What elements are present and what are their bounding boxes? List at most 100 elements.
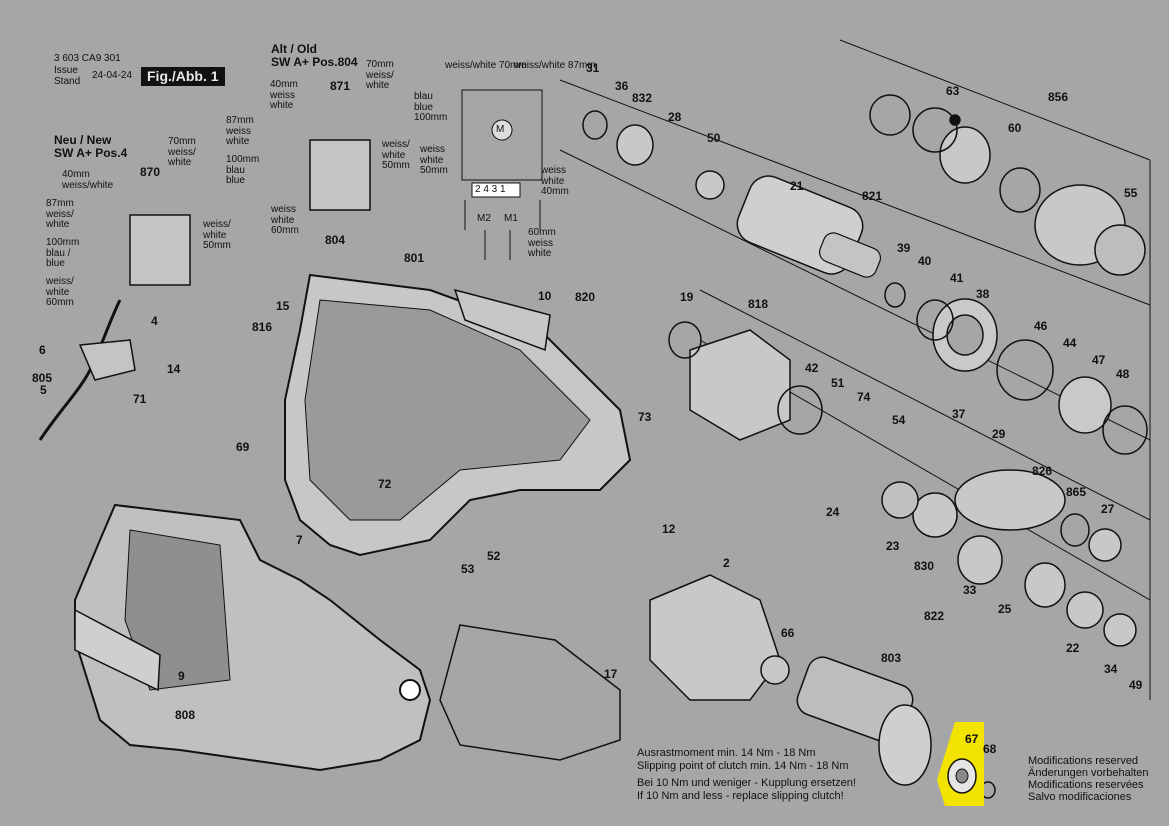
issue-label: Issue <box>54 65 78 76</box>
switch-new-part: 870 <box>140 165 161 179</box>
flange-drawing <box>668 321 1137 647</box>
part-17: 17 <box>604 667 618 681</box>
switch-old-title: Alt / Old <box>271 42 317 56</box>
switch-new-label-3: 87mm weiss/ white <box>46 198 74 230</box>
issue-date: 24-04-24 <box>92 70 133 81</box>
switch-old-label-6: weiss/ white 50mm <box>382 139 410 171</box>
housing-drawing <box>284 273 632 557</box>
switch-old-label-2: 40mm weiss white <box>270 79 298 111</box>
part-52: 52 <box>487 549 501 563</box>
part-29: 29 <box>992 427 1006 441</box>
switch-new-label-2: 40mm weiss/white <box>62 169 114 191</box>
part-74: 74 <box>857 390 871 404</box>
wiring-weiss60: 60mm weiss white <box>528 227 556 259</box>
switch-new-drawing <box>129 214 191 286</box>
part-66: 66 <box>781 626 795 640</box>
part-821: 821 <box>862 189 883 203</box>
wiring-weiss50: weiss white 50mm <box>420 144 448 176</box>
switch-old-drawing <box>309 139 371 211</box>
part-27: 27 <box>1101 502 1115 516</box>
wiring-diagram-drawing <box>461 89 543 260</box>
part-55: 55 <box>1124 186 1138 200</box>
part-804: 804 <box>325 233 346 247</box>
part-37: 37 <box>952 407 966 421</box>
motor-drawing <box>649 574 996 799</box>
switch-new-label-4: 100mm blau / blue <box>46 237 80 269</box>
part-36: 36 <box>615 79 629 93</box>
part-38: 38 <box>976 287 990 301</box>
part-41: 41 <box>950 271 964 285</box>
part-69: 69 <box>236 440 250 454</box>
part-44: 44 <box>1063 336 1077 350</box>
part-830: 830 <box>914 559 935 573</box>
clutch-note-de: Bei 10 Nm und weniger - Kupplung ersetze… <box>637 777 856 789</box>
gear-housing-drawing <box>74 503 432 772</box>
part-48: 48 <box>1116 367 1130 381</box>
wiring-motor: M <box>496 124 505 135</box>
part-28: 28 <box>668 110 682 124</box>
part-51: 51 <box>831 376 845 390</box>
torque-note-de: Ausrastmoment min. 14 Nm - 18 Nm <box>637 747 816 759</box>
switch-new-label-5: weiss/ white 60mm <box>46 276 74 308</box>
modifications-fr: Modifications reservées <box>1028 779 1144 791</box>
gasket-drawing <box>439 624 621 761</box>
part-number: 3 603 CA9 301 <box>54 53 121 64</box>
part-818: 818 <box>748 297 769 311</box>
stand-label: Stand <box>54 76 81 87</box>
switch-new-label-1: 70mm weiss/ white <box>168 136 196 168</box>
part-10: 10 <box>538 289 552 303</box>
part-68: 68 <box>983 742 997 756</box>
part-60: 60 <box>1008 121 1022 135</box>
clutch-note-en: If 10 Nm and less - replace slipping clu… <box>637 790 844 802</box>
part-53: 53 <box>461 562 475 576</box>
switch-old-part: 871 <box>330 79 351 93</box>
part-5: 5 <box>40 383 47 397</box>
part-826: 826 <box>1032 464 1053 478</box>
part-72a: 72 <box>378 477 392 491</box>
switch-old-label-4: 100mm blau blue <box>226 154 260 186</box>
part-15: 15 <box>276 299 290 313</box>
part-820: 820 <box>575 290 596 304</box>
part-21: 21 <box>790 179 804 193</box>
part-9: 9 <box>178 669 185 683</box>
part-6: 6 <box>39 343 46 357</box>
switch-new-subtitle: SW A+ Pos.4 <box>54 146 128 160</box>
wiring-m2: M2 <box>477 213 491 224</box>
part-7: 7 <box>296 533 303 547</box>
part-856: 856 <box>1048 90 1069 104</box>
part-25: 25 <box>998 602 1012 616</box>
part-808: 808 <box>175 708 196 722</box>
gear-parts-drawing <box>582 110 1148 455</box>
switch-new-title: Neu / New <box>54 133 112 147</box>
wiring-weiss40: weiss white 40mm <box>541 165 569 197</box>
part-33a: 33 <box>963 583 977 597</box>
modifications-en: Modifications reserved <box>1028 755 1139 767</box>
torque-note-en: Slipping point of clutch min. 14 Nm - 18… <box>637 760 849 772</box>
switch-old-label-3: 87mm weiss white <box>226 115 254 147</box>
part-14: 14 <box>167 362 181 376</box>
part-50: 50 <box>707 131 721 145</box>
wiring-top-left: weiss/white 70mm <box>445 60 527 71</box>
part-71a: 71 <box>133 392 147 406</box>
part-865: 865 <box>1066 485 1087 499</box>
part-49: 49 <box>1129 678 1143 692</box>
part-39: 39 <box>897 241 911 255</box>
part-63: 63 <box>946 84 960 98</box>
part-54: 54 <box>892 413 906 427</box>
figure-label: Fig./Abb. 1 <box>141 67 225 86</box>
part-24: 24 <box>826 505 840 519</box>
part-822: 822 <box>924 609 945 623</box>
part-42: 42 <box>805 361 819 375</box>
modifications-es: Salvo modificaciones <box>1028 791 1132 803</box>
part-46: 46 <box>1034 319 1048 333</box>
switch-old-label-1: 70mm weiss/ white <box>366 59 394 91</box>
part-22: 22 <box>1066 641 1080 655</box>
switch-new-label-6: weiss/ white 50mm <box>203 219 231 251</box>
part-23: 23 <box>886 539 900 553</box>
part-40: 40 <box>918 254 932 268</box>
wiring-terminal: 2 4 3 1 <box>475 184 506 195</box>
part-2: 2 <box>723 556 730 570</box>
spindle-drawing <box>736 175 882 278</box>
part-816: 816 <box>252 320 273 334</box>
